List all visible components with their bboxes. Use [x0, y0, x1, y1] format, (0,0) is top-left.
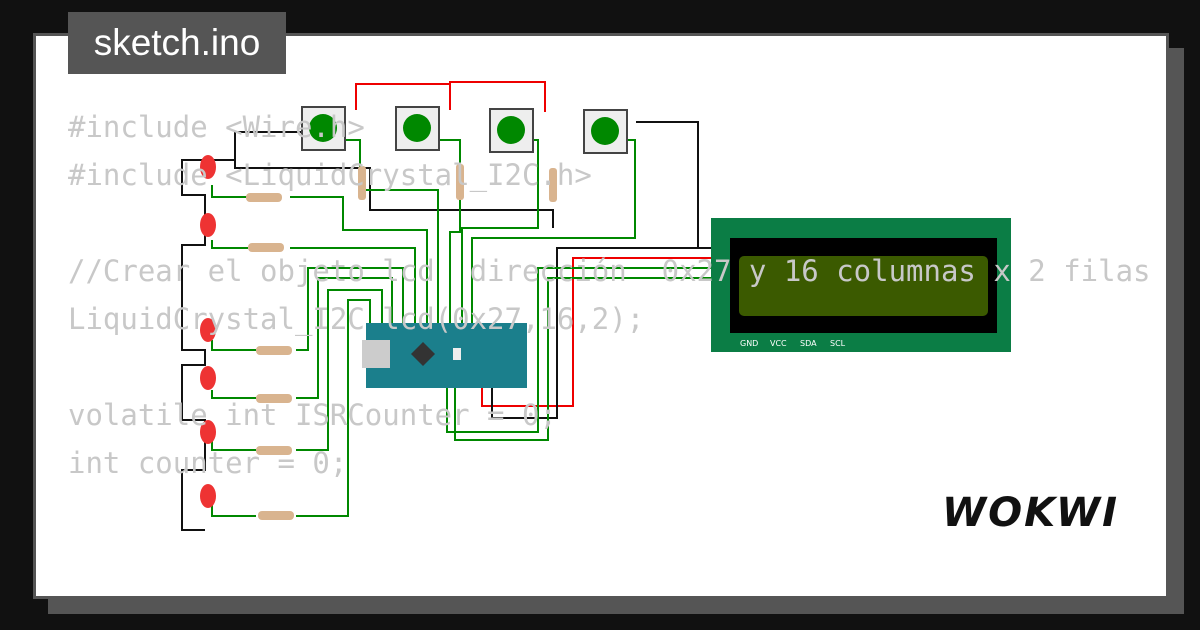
- led: [200, 420, 216, 444]
- wire-green-led1: [211, 185, 428, 323]
- wire-red-buttons: [355, 81, 546, 112]
- pushbutton[interactable]: [301, 106, 346, 151]
- lcd-1602: GND VCC SDA SCL: [711, 218, 1011, 352]
- wire-green-led4: [211, 277, 393, 399]
- wire-black-lcd: [491, 247, 711, 419]
- arduino-nano: [362, 323, 527, 388]
- wire-green-btn4: [471, 139, 636, 323]
- led: [200, 484, 216, 508]
- leds: [200, 155, 216, 508]
- code-line: //Crear el objeto lcd dirección 0x27 y 1…: [68, 254, 1151, 288]
- sketch-title: sketch.ino: [68, 12, 286, 74]
- wire-green-scl: [454, 277, 711, 441]
- code-preview: #include <Wire.h> #include <LiquidCrysta…: [68, 103, 1151, 487]
- led: [200, 155, 216, 179]
- wire-green-sda: [446, 267, 711, 433]
- wire-red-vcc: [481, 257, 711, 407]
- pushbutton[interactable]: [395, 106, 440, 151]
- wire-green-btn2: [440, 139, 461, 323]
- code-line: #include <Wire.h>: [68, 110, 365, 144]
- lcd-pin-label: VCC: [770, 339, 787, 348]
- lcd-pin-label: SDA: [800, 339, 817, 348]
- pushbutton[interactable]: [583, 109, 628, 154]
- led: [200, 318, 216, 342]
- code-line: LiquidCrystal_I2C lcd(0x27,16,2);: [68, 302, 645, 336]
- wire-green-led3: [211, 267, 404, 351]
- wire-green-led6: [211, 299, 371, 517]
- resistors-vertical: [358, 164, 557, 202]
- lcd-pin-label: GND: [740, 339, 758, 348]
- led: [200, 366, 216, 390]
- code-line: #include <LiquidCrystal_I2C.h>: [68, 158, 592, 192]
- wokwi-logo[interactable]: WOKWI: [942, 490, 1120, 536]
- code-line: volatile int ISRCounter = 0;: [68, 398, 557, 432]
- code-line: int counter = 0;: [68, 446, 348, 480]
- wire-green-btn3: [461, 139, 539, 323]
- lcd-pin-label: SCL: [830, 339, 846, 348]
- resistors-horizontal: [246, 193, 294, 520]
- pushbutton[interactable]: [489, 108, 534, 153]
- led: [200, 213, 216, 237]
- wire-green-led5: [211, 289, 383, 451]
- pushbuttons: [301, 106, 628, 154]
- wire-green-led2: [211, 240, 416, 323]
